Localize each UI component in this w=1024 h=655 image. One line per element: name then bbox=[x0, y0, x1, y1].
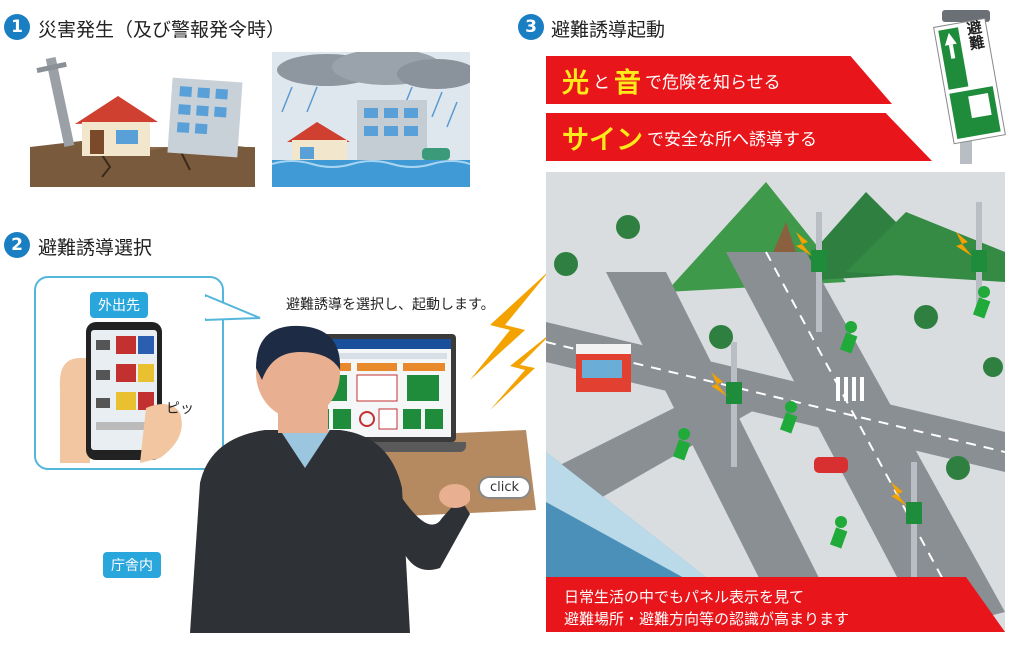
banner-light-word: 光 bbox=[562, 67, 589, 99]
step-3-title: 避難誘導起動 bbox=[551, 19, 666, 41]
caption-line-2: 避難場所・避難方向等の認識が高まります bbox=[564, 610, 850, 628]
evacuation-sign-post bbox=[933, 10, 1006, 164]
smartphone-illustration bbox=[59, 322, 182, 463]
banner-sign-guidance: サイン で安全な所へ誘導する bbox=[546, 113, 932, 161]
step-1-title: 災害発生（及び警報発令時） bbox=[38, 19, 286, 41]
operator-instruction: 避難誘導を選択し、起動します。 bbox=[286, 297, 495, 313]
bubble-tail bbox=[205, 293, 261, 322]
caption-line-1: 日常生活の中でもパネル表示を見て bbox=[564, 588, 805, 606]
city-evacuation-illustration bbox=[546, 172, 1005, 632]
step-1-badge: 1 bbox=[4, 14, 30, 40]
flood-illustration bbox=[272, 52, 470, 187]
banner-sound-word: 音 bbox=[614, 67, 641, 99]
operator-person bbox=[190, 325, 470, 633]
earthquake-illustration bbox=[30, 56, 255, 187]
step-2-badge: 2 bbox=[4, 232, 30, 258]
banner-sign-word: サイン bbox=[562, 124, 643, 156]
banner-light-rest: で危険を知らせる bbox=[645, 72, 781, 93]
click-label: click bbox=[478, 476, 532, 499]
beep-sound-text: ピッ bbox=[166, 401, 194, 417]
banner-sign-rest: で安全な所へ誘導する bbox=[647, 129, 817, 150]
office-location-tag: 庁舎内 bbox=[103, 552, 161, 578]
outside-location-tag: 外出先 bbox=[90, 292, 148, 318]
banner-light-sound: 光 と 音 で危険を知らせる bbox=[546, 56, 892, 104]
step-2-title: 避難誘導選択 bbox=[38, 237, 153, 259]
step-3-badge: 3 bbox=[518, 14, 544, 40]
banner-and-word: と bbox=[593, 72, 610, 93]
caption-text: 日常生活の中でもパネル表示を見て 避難場所・避難方向等の認識が高まります bbox=[564, 586, 849, 630]
signal-lightning-icon bbox=[470, 270, 555, 410]
